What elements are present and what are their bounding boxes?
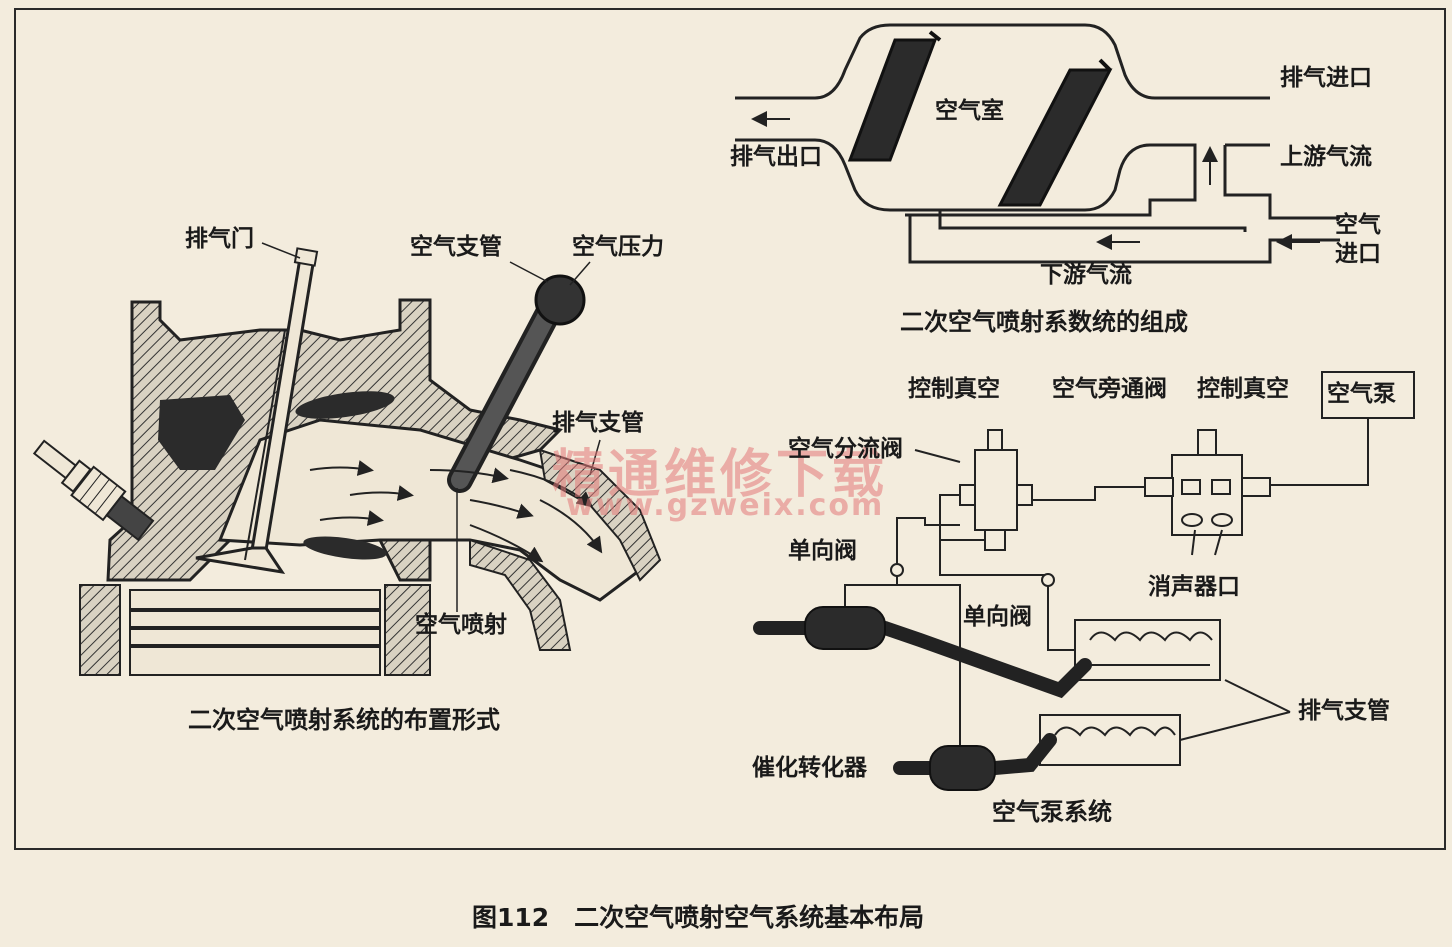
exhaust-manifold-lower bbox=[1039, 714, 1181, 766]
air-pump-system bbox=[844, 371, 1415, 766]
label-exhaust-manifold-left: 排气支管 bbox=[552, 410, 644, 436]
air-pump-box bbox=[1321, 371, 1415, 419]
air-chamber-catalysts bbox=[847, 30, 1113, 207]
label-air-branch-pipe: 空气支管 bbox=[410, 234, 502, 260]
check-valve-left-symbol bbox=[890, 563, 904, 577]
label-air-bypass-valve: 空气旁通阀 bbox=[1052, 376, 1167, 402]
leader-lines-left bbox=[261, 242, 601, 612]
figure-caption: 图112 二次空气喷射空气系统基本布局 bbox=[472, 903, 925, 932]
figure-frame bbox=[14, 8, 1446, 850]
label-downstream-flow: 下游气流 bbox=[1040, 262, 1132, 288]
flow-arrows bbox=[309, 460, 603, 563]
label-air-inlet-line2: 进口 bbox=[1335, 241, 1381, 267]
coolant-jacket bbox=[158, 395, 245, 470]
watermark-text: 精通维修下载 bbox=[552, 445, 889, 505]
caption-top-right-diagram: 二次空气喷射系数统的组成 bbox=[900, 308, 1188, 336]
label-check-valve-right: 单向阀 bbox=[963, 604, 1032, 630]
label-air-diverter-valve: 空气分流阀 bbox=[788, 436, 903, 462]
exhaust-manifold-wall bbox=[538, 448, 662, 582]
exhaust-valve bbox=[195, 247, 319, 575]
exhaust-manifold-lower-wall bbox=[469, 538, 572, 651]
cylinder-block-left-wall bbox=[79, 584, 121, 676]
watermark-url: www.gzweix.com bbox=[566, 488, 885, 523]
spark-plug bbox=[32, 439, 155, 542]
piston bbox=[129, 589, 381, 676]
label-air-injection: 空气喷射 bbox=[415, 612, 507, 638]
label-air-chamber: 空气室 bbox=[935, 98, 1004, 124]
air-diverter-valve bbox=[959, 429, 1033, 551]
label-muffler-ports: 消声器口 bbox=[1148, 574, 1240, 600]
air-injection-tube bbox=[447, 274, 586, 493]
label-exhaust-inlet: 排气进口 bbox=[1280, 65, 1372, 91]
label-exhaust-manifold-right: 排气支管 bbox=[1298, 698, 1390, 724]
exhaust-pipes bbox=[753, 621, 1092, 775]
air-chamber-arrows bbox=[751, 111, 1320, 250]
check-valve-right-symbol bbox=[1041, 573, 1055, 587]
caption-left-diagram: 二次空气喷射系统的布置形式 bbox=[188, 706, 500, 734]
air-chamber-assembly bbox=[735, 23, 1340, 264]
coolant-jacket-upper bbox=[295, 391, 395, 419]
catalytic-converters bbox=[804, 606, 996, 791]
caption-bottom-right-diagram: 空气泵系统 bbox=[992, 798, 1112, 826]
cylinder-block-right-wall bbox=[384, 584, 431, 676]
label-exhaust-valve: 排气门 bbox=[185, 226, 254, 252]
label-upstream-flow: 上游气流 bbox=[1280, 144, 1372, 170]
exhaust-manifold-upper bbox=[1074, 619, 1221, 681]
coolant-jacket-lower bbox=[303, 536, 387, 560]
label-air-pump: 空气泵 bbox=[1327, 381, 1396, 407]
label-check-valve-left: 单向阀 bbox=[788, 538, 857, 564]
air-bypass-valve bbox=[1144, 429, 1271, 536]
label-air-inlet-line1: 空气 bbox=[1335, 212, 1381, 238]
label-catalytic-converter: 催化转化器 bbox=[752, 755, 867, 781]
label-control-vacuum-left: 控制真空 bbox=[908, 376, 1000, 402]
label-control-vacuum-right: 控制真空 bbox=[1197, 376, 1289, 402]
label-exhaust-outlet: 排气出口 bbox=[730, 144, 822, 170]
cylinder-head-section bbox=[32, 242, 662, 676]
label-air-pressure: 空气压力 bbox=[572, 234, 664, 260]
